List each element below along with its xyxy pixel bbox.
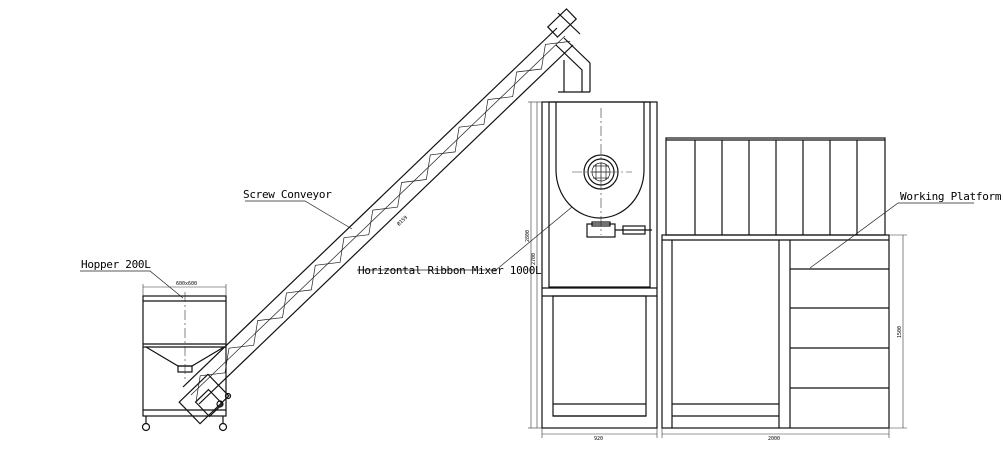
hopper: 600x600 — [141, 281, 228, 432]
platform-label: Working Platform — [900, 190, 1002, 203]
mixer-label: Horizontal Ribbon Mixer 1000L — [358, 264, 542, 277]
mixer-total-height-dim: 2800 — [525, 230, 531, 242]
platform-width-dim: 2000 — [768, 436, 780, 442]
platform-height-dim: 1500 — [897, 326, 903, 338]
working-platform — [661, 137, 907, 438]
hopper-label: Hopper 200L — [81, 258, 151, 271]
screw-conveyor-label: Screw Conveyor — [243, 188, 332, 201]
screw-conveyor — [178, 8, 591, 425]
ribbon-mixer — [528, 101, 658, 438]
mixer-body-height-dim: 2700 — [531, 253, 537, 265]
hopper-width-dim: 600x600 — [176, 281, 197, 287]
mixer-width-dim: 920 — [594, 436, 603, 442]
conveyor-diameter-dim: Ø159 — [396, 214, 410, 227]
